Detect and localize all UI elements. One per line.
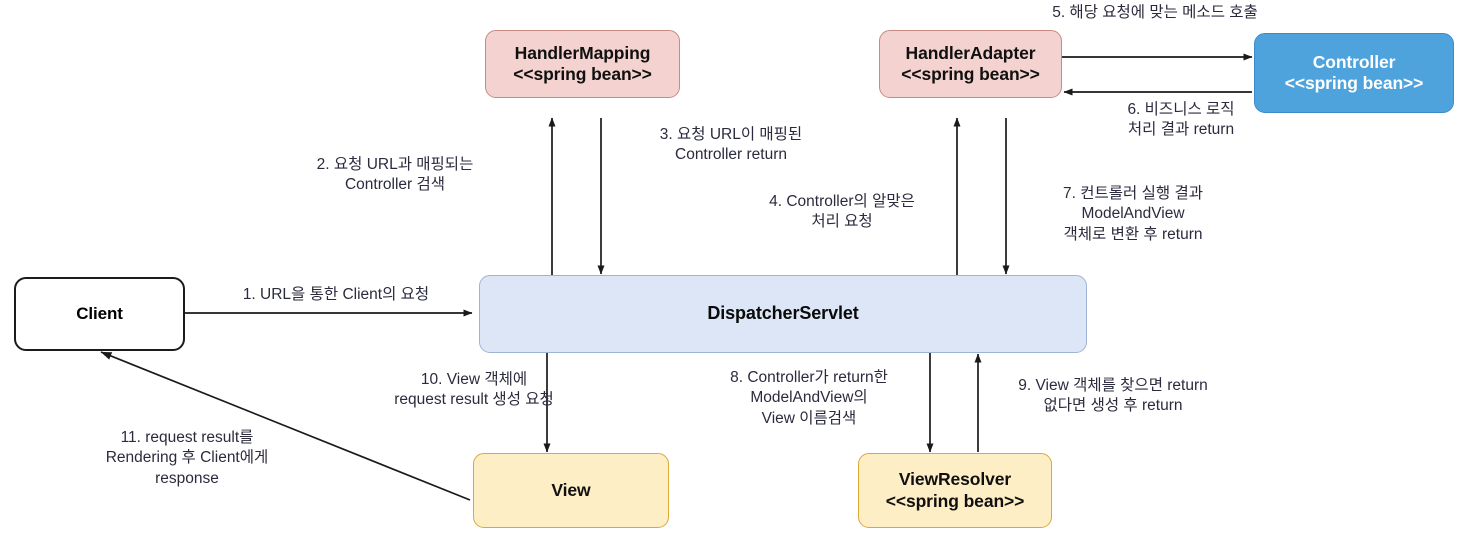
node-handler-mapping-label: HandlerMapping <<spring bean>> <box>513 42 652 84</box>
node-dispatcher-servlet-label: DispatcherServlet <box>707 303 859 324</box>
edge-label-step-5: 5. 해당 요청에 맞는 메소드 호출 <box>1052 4 1258 21</box>
edge-label-step-2: 2. 요청 URL과 매핑되는 Controller 검색 <box>316 156 474 194</box>
node-controller-label: Controller <<spring bean>> <box>1284 51 1424 93</box>
node-client-label: Client <box>76 303 123 323</box>
node-controller[interactable]: Controller <<spring bean>> <box>1254 33 1454 113</box>
node-view-resolver[interactable]: ViewResolver <<spring bean>> <box>858 453 1052 528</box>
edge-label-step-4: 4. Controller의 알맞은 처리 요청 <box>769 193 915 231</box>
node-view[interactable]: View <box>473 453 669 528</box>
edge-label-step-7: 7. 컨트롤러 실행 결과 ModelAndView 객체로 변환 후 retu… <box>1063 185 1203 243</box>
edge-label-step-9: 9. View 객체를 찾으면 return 없다면 생성 후 return <box>1018 377 1208 415</box>
node-client[interactable]: Client <box>14 277 185 351</box>
node-handler-adapter[interactable]: HandlerAdapter <<spring bean>> <box>879 30 1062 98</box>
node-view-resolver-label: ViewResolver <<spring bean>> <box>885 469 1025 511</box>
edge-label-step-1: 1. URL을 통한 Client의 요청 <box>242 286 430 303</box>
edge-label-step-10: 10. View 객체에 request result 생성 요청 <box>394 371 554 409</box>
node-dispatcher-servlet[interactable]: DispatcherServlet <box>479 275 1087 353</box>
edge-label-step-3: 3. 요청 URL이 매핑된 Controller return <box>659 126 803 164</box>
edge-label-step-6: 6. 비즈니스 로직 처리 결과 return <box>1127 101 1235 139</box>
edge-label-step-8: 8. Controller가 return한 ModelAndView의 Vie… <box>730 369 888 427</box>
node-view-label: View <box>551 479 591 500</box>
node-handler-mapping[interactable]: HandlerMapping <<spring bean>> <box>485 30 680 98</box>
edge-label-step-11: 11. request result를 Rendering 후 Client에게… <box>105 429 269 487</box>
connector-step-11 <box>100 351 471 501</box>
node-handler-adapter-label: HandlerAdapter <<spring bean>> <box>901 42 1040 84</box>
